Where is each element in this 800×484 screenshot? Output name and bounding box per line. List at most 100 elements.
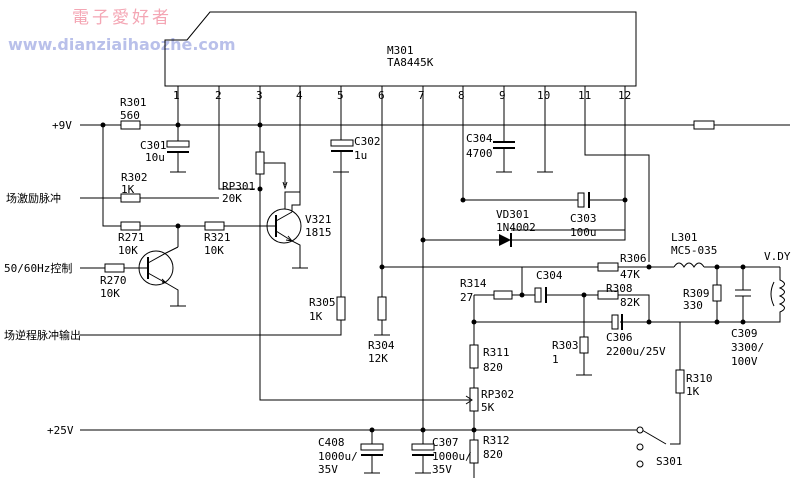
r271-value: 10K <box>118 244 138 257</box>
r311-value: 820 <box>483 361 503 374</box>
r305-ref: R305 <box>309 296 336 309</box>
r303-value: 1 <box>552 353 559 366</box>
r306-value: 47K <box>620 268 640 281</box>
c302-ref: C302 <box>354 135 381 148</box>
r310-value: 1K <box>686 385 700 398</box>
watermark-url: www.dianziaihaozhe.com <box>8 35 236 54</box>
rail-9v-label: +9V <box>52 119 72 132</box>
l301-value: MC5-035 <box>671 244 717 257</box>
rp301-ref: RP301 <box>222 180 255 193</box>
ic-pin-1: 1 <box>173 89 180 102</box>
r308-value: 82K <box>620 296 640 309</box>
c408-voltage: 35V <box>318 463 338 476</box>
c309-voltage: 100V <box>731 355 758 368</box>
c307 <box>411 430 435 474</box>
c309-ref: C309 <box>731 327 758 340</box>
r304-ref: R304 <box>368 339 395 352</box>
s301-ref: S301 <box>656 455 683 468</box>
r321-value: 10K <box>204 244 224 257</box>
r314-ref: R314 <box>460 277 487 290</box>
c303-ref: C303 <box>570 212 597 225</box>
r305-value: 1K <box>309 310 323 323</box>
c304-value: 4700 <box>466 147 493 160</box>
ic-part: TA8445K <box>387 56 434 69</box>
output-network <box>382 262 785 325</box>
c408 <box>360 430 384 474</box>
c408-ref: C408 <box>318 436 345 449</box>
r306-ref: R306 <box>620 252 647 265</box>
c306-ref: C306 <box>606 331 633 344</box>
c301-ref: C301 <box>140 139 167 152</box>
r302-ref: R302 <box>121 171 148 184</box>
r303-ref: R303 <box>552 339 579 352</box>
c306-value: 2200u/25V <box>606 345 666 358</box>
watermark-chinese: 電子愛好者 <box>72 8 172 28</box>
r312-value: 820 <box>483 448 503 461</box>
c303 <box>460 192 628 208</box>
c303-value: 100u <box>570 226 597 239</box>
ic-pin-leads <box>177 86 650 430</box>
rail-25v-label: +25V <box>47 424 74 437</box>
r304-value: 12K <box>368 352 388 365</box>
vd301-diode <box>420 230 626 247</box>
v321-transistor <box>261 192 308 269</box>
c408-value: 1000u/ <box>318 450 358 463</box>
c307-voltage: 35V <box>432 463 452 476</box>
rp301 <box>255 125 288 192</box>
rail-9v <box>80 120 790 130</box>
ic-pin-5: 5 <box>337 89 344 102</box>
r302-branch <box>80 125 219 227</box>
vd301-value: 1N4002 <box>496 221 536 234</box>
r314-value: 27 <box>460 291 473 304</box>
c302 <box>330 139 354 173</box>
ic-pin-8: 8 <box>458 89 465 102</box>
ic-pin-9: 9 <box>499 89 506 102</box>
c304-mid-ref: C304 <box>536 269 563 282</box>
control-transistor <box>80 246 186 307</box>
c307-ref: C307 <box>432 436 459 449</box>
r310-ref: R310 <box>686 372 713 385</box>
r310-s301 <box>636 322 685 468</box>
r301-ref: R301 <box>120 96 147 109</box>
r271-r321 <box>120 221 261 247</box>
r301-value: 560 <box>120 109 140 122</box>
l301-ref: L301 <box>671 231 698 244</box>
ic-pin-2: 2 <box>215 89 222 102</box>
r309-ref: R309 <box>683 287 710 300</box>
r312-ref: R312 <box>483 434 510 447</box>
r270-ref: R270 <box>100 274 127 287</box>
control-5060-label: 50/60Hz控制 <box>4 261 72 275</box>
r302-value: 1K <box>121 183 135 196</box>
rp302-ref: RP302 <box>481 388 514 401</box>
ic-pin-6: 6 <box>378 89 385 102</box>
rp302-value: 5K <box>481 401 495 414</box>
field-excite-label: 场激励脉冲 <box>6 191 61 205</box>
c304-top <box>493 141 553 173</box>
r308-ref: R308 <box>606 282 633 295</box>
r321-ref: R321 <box>204 231 231 244</box>
c309-value: 3300/ <box>731 341 764 354</box>
r271-ref: R271 <box>118 231 145 244</box>
ic-pin-10: 10 <box>537 89 550 102</box>
c307-value: 1000u/ <box>432 450 472 463</box>
vdy-ref: V.DY <box>764 250 791 263</box>
ic-m301: M301 TA8445K 1 2 3 4 5 6 7 8 9 10 11 12 <box>164 11 637 102</box>
v321-value: 1815 <box>305 226 332 239</box>
ic-pin-7: 7 <box>418 89 425 102</box>
c301-value: 10u <box>145 151 165 164</box>
ic-pin-3: 3 <box>256 89 263 102</box>
ic-name: M301 <box>387 44 414 57</box>
c301 <box>166 125 190 173</box>
feedback-network <box>471 267 650 376</box>
flyback-out-label: 场逆程脉冲输出 <box>4 328 81 342</box>
r270-value: 10K <box>100 287 120 300</box>
r304 <box>374 264 390 336</box>
rp302-chain <box>465 344 479 478</box>
v321-ref: V321 <box>305 213 332 226</box>
vd301-ref: VD301 <box>496 208 529 221</box>
r305 <box>80 172 346 336</box>
c302-value: 1u <box>354 149 367 162</box>
rp301-value: 20K <box>222 192 242 205</box>
c304-ref: C304 <box>466 132 493 145</box>
